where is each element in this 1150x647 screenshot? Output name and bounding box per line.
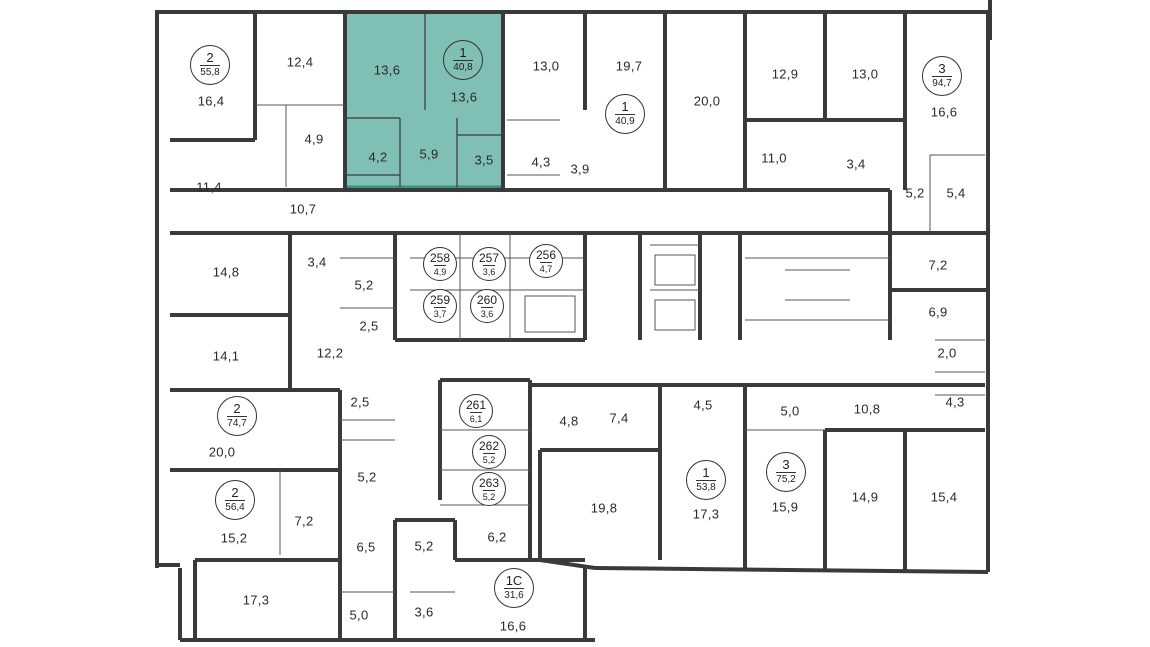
walls xyxy=(155,0,992,642)
interior-lines xyxy=(345,12,503,187)
highlighted-apartment-fill[interactable] xyxy=(343,10,505,189)
